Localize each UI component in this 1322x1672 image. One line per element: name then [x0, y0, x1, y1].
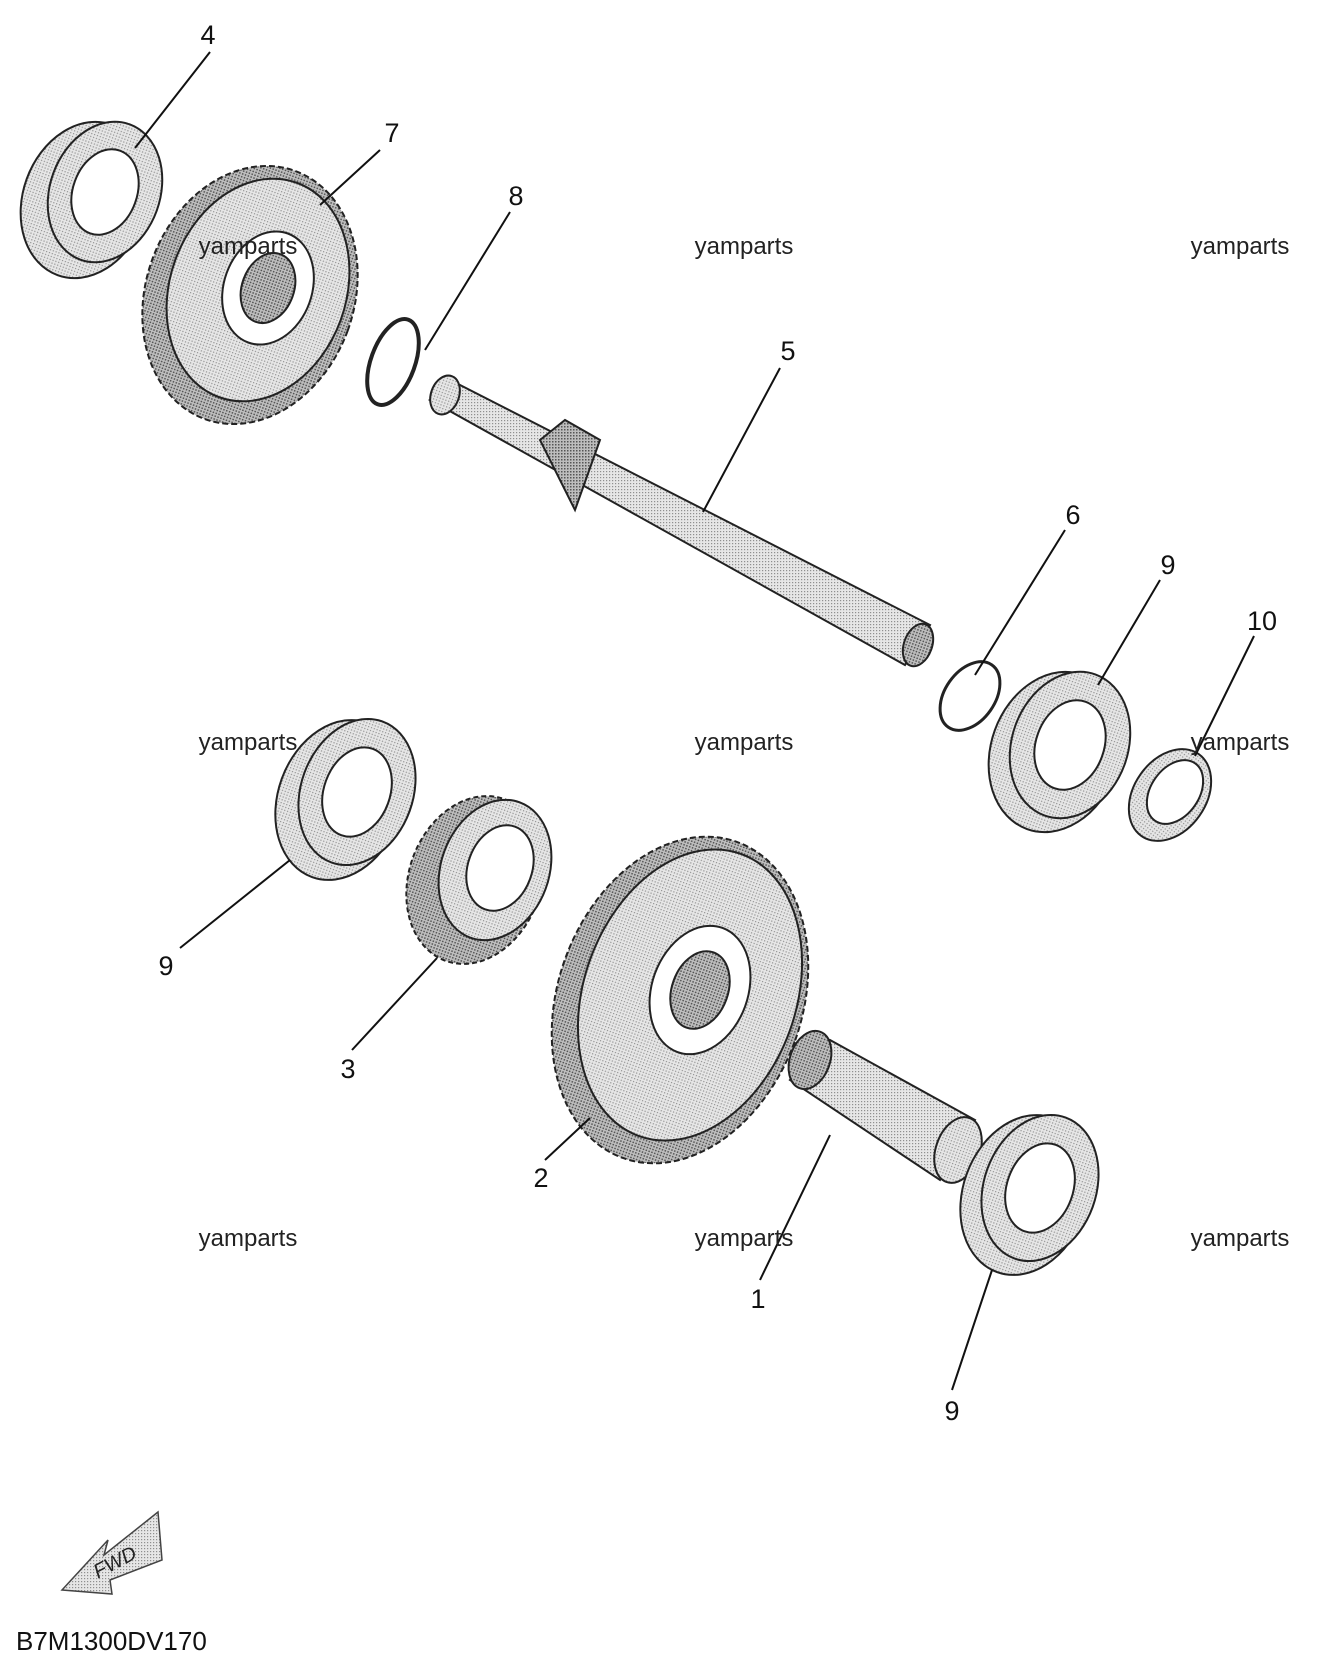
- watermark: yamparts: [1191, 729, 1290, 756]
- callout-3: 3: [340, 1054, 355, 1084]
- bearing-part-9-bottom: [959, 1113, 1100, 1276]
- leader-line: [1097, 579, 1161, 686]
- watermark: yamparts: [199, 233, 298, 260]
- callout-4: 4: [200, 20, 215, 50]
- watermark: yamparts: [695, 1225, 794, 1252]
- leader-line: [974, 529, 1066, 676]
- watermark: yamparts: [199, 729, 298, 756]
- gear-part-2: [550, 835, 810, 1165]
- watermark: yamparts: [199, 1225, 298, 1252]
- bearing-part-4: [19, 120, 164, 280]
- watermark: yamparts: [1191, 233, 1290, 260]
- callout-8: 8: [508, 181, 523, 211]
- callout-6: 6: [1065, 500, 1080, 530]
- callout-5: 5: [780, 336, 795, 366]
- leader-line: [702, 367, 781, 513]
- watermark: yamparts: [1191, 1225, 1290, 1252]
- leader-line: [424, 211, 511, 351]
- callout-9: 9: [1160, 550, 1175, 580]
- seal-part-10: [1127, 748, 1213, 842]
- watermark: yamparts: [695, 233, 794, 260]
- diagram-code: B7M1300DV170: [16, 1626, 207, 1656]
- callout-9: 9: [158, 951, 173, 981]
- collar-part-1: [787, 1029, 983, 1184]
- circlip-part-8: [365, 317, 421, 407]
- gear-part-3: [405, 795, 553, 965]
- leader-line: [134, 51, 211, 149]
- gear-part-7: [141, 164, 359, 426]
- callout-10: 10: [1247, 606, 1277, 636]
- callout-2: 2: [533, 1163, 548, 1193]
- callout-1: 1: [750, 1284, 765, 1314]
- leader-line: [319, 149, 381, 206]
- leader-line: [759, 1134, 831, 1281]
- bearing-part-9-left: [274, 717, 417, 881]
- leader-line: [544, 1117, 591, 1161]
- watermark: yamparts: [695, 729, 794, 756]
- leader-line: [1194, 635, 1255, 757]
- leader-line: [351, 957, 438, 1051]
- bearing-part-9-right: [987, 670, 1132, 834]
- callout-9: 9: [944, 1396, 959, 1426]
- leader-line: [951, 1269, 993, 1391]
- callout-7: 7: [384, 118, 399, 148]
- shaft-part-5: [427, 374, 935, 668]
- leader-line: [179, 859, 291, 949]
- fwd-arrow-icon: FWD: [60, 1510, 163, 1595]
- oring-part-6: [938, 660, 1002, 732]
